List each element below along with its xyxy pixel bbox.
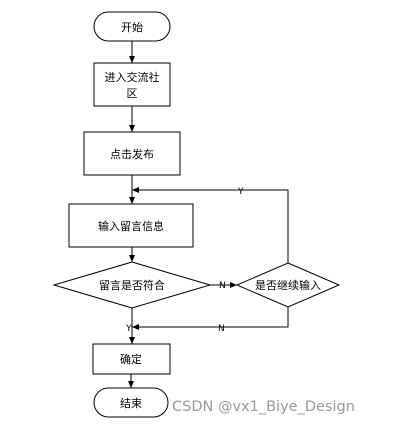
- continue-input-decision: 是否继续输入: [235, 262, 341, 308]
- confirm-box: 确定: [92, 343, 171, 375]
- message-valid-decision: 留言是否符合: [52, 261, 212, 309]
- start-label: 开始: [121, 20, 143, 34]
- enter-community-label-line2: 区: [127, 87, 138, 100]
- valid-no-label: N: [219, 281, 226, 291]
- message-valid-label: 留言是否符合: [99, 278, 165, 292]
- input-message-label: 输入留言信息: [98, 219, 164, 233]
- start-terminal: 开始: [93, 11, 171, 42]
- csdn-watermark: CSDN @vx1_Biye_Design: [172, 399, 355, 415]
- edge-continue-yes-loop: [132, 187, 289, 263]
- input-message-box: 输入留言信息: [68, 203, 194, 248]
- enter-community-box: 进入交流社 区: [93, 62, 171, 107]
- edge-continue-no-to-confirm: [132, 307, 289, 330]
- continue-input-label: 是否继续输入: [255, 278, 321, 292]
- end-label: 结束: [120, 397, 142, 410]
- loop-yes-label: Y: [237, 187, 244, 197]
- end-terminal: 结束: [93, 387, 169, 418]
- click-publish-box: 点击发布: [83, 131, 181, 176]
- click-publish-label: 点击发布: [110, 147, 154, 161]
- enter-community-label-line1: 进入交流社: [105, 70, 160, 84]
- valid-yes-label: Y: [125, 324, 132, 334]
- confirm-label: 确定: [120, 352, 142, 366]
- continue-no-label: N: [218, 324, 225, 334]
